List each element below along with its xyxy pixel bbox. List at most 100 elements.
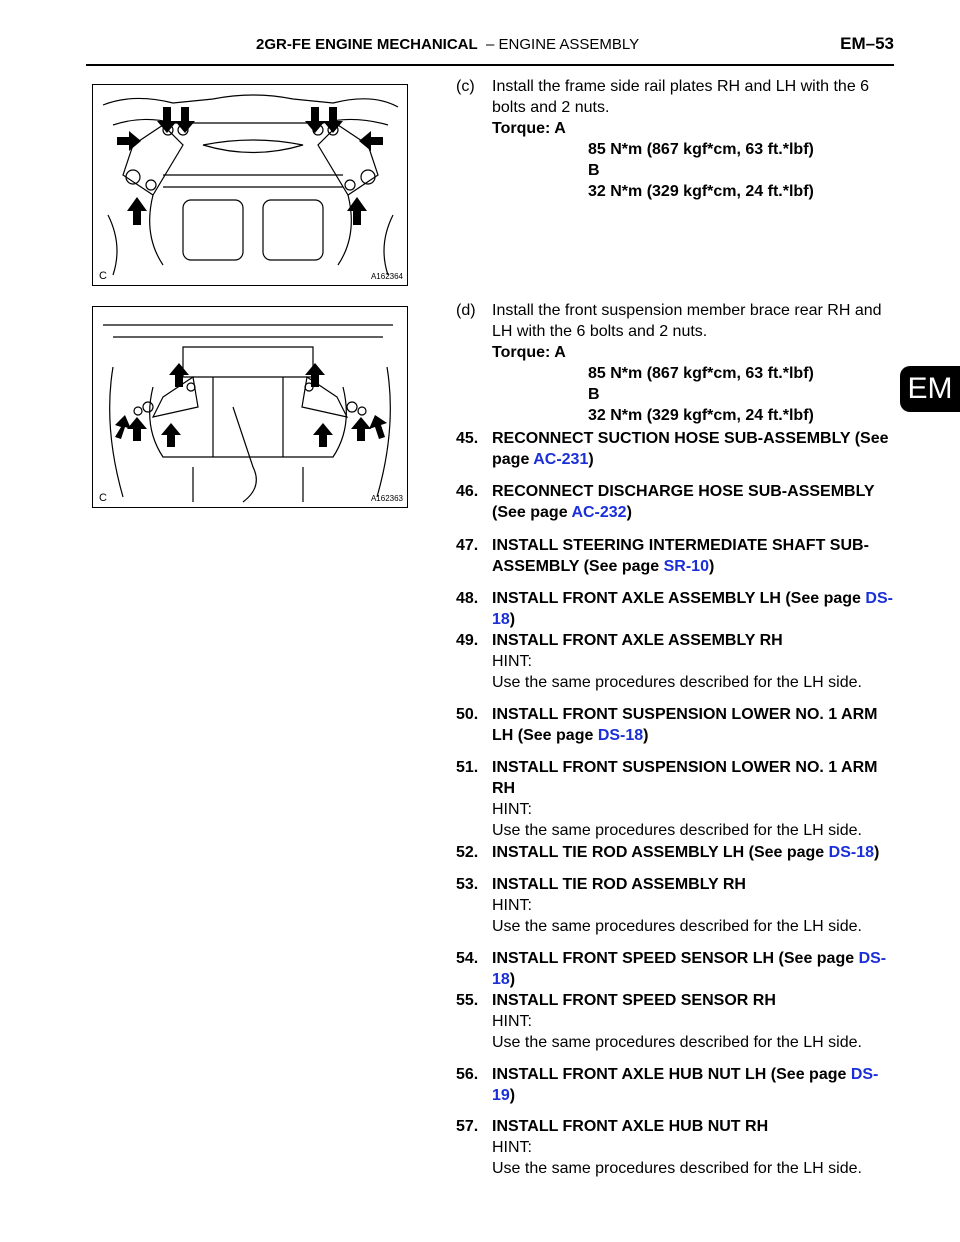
hint-label: HINT: <box>492 653 532 670</box>
page-link[interactable]: DS- <box>850 1066 879 1083</box>
step-number: 55. <box>456 992 479 1009</box>
page-link[interactable]: AC-231 <box>533 451 589 468</box>
page-link-cont[interactable]: 18 <box>492 971 510 988</box>
hint-label: HINT: <box>492 1139 532 1156</box>
step-number: 53. <box>456 876 479 893</box>
substep-text: Install the frame side rail plates RH an… <box>492 78 870 116</box>
torque-a-value: 85 N*m (867 kgf*cm, 63 ft.*lbf) <box>588 141 814 158</box>
torque-label: Torque: A <box>492 344 566 361</box>
page-link[interactable]: AC-232 <box>571 504 627 521</box>
page-code: EM–53 <box>840 34 894 53</box>
step-number: 51. <box>456 759 479 776</box>
step-title: INSTALL TIE ROD ASSEMBLY LH (See page <box>492 844 829 861</box>
header-title: 2GR-FE ENGINE MECHANICAL – ENGINE ASSEMB… <box>256 36 639 53</box>
step-52: 52. INSTALL TIE ROD ASSEMBLY LH (See pag… <box>456 842 896 863</box>
substep-c: (c) Install the frame side rail plates R… <box>456 76 896 202</box>
step-51: 51. INSTALL FRONT SUSPENSION LOWER NO. 1… <box>456 757 896 841</box>
step-title-end: ) <box>708 558 715 575</box>
torque-b-value: 32 N*m (329 kgf*cm, 24 ft.*lbf) <box>588 407 814 424</box>
hint-text: Use the same procedures described for th… <box>492 918 862 935</box>
step-title: INSTALL STEERING INTERMEDIATE SHAFT SUB- <box>492 537 869 554</box>
page-header: 2GR-FE ENGINE MECHANICAL – ENGINE ASSEMB… <box>86 28 894 66</box>
step-number: 56. <box>456 1066 479 1083</box>
step-number: 52. <box>456 844 479 861</box>
substep-mark: (c) <box>456 78 475 95</box>
hint-text: Use the same procedures described for th… <box>492 674 862 691</box>
step-54: 54. INSTALL FRONT SPEED SENSOR LH (See p… <box>456 948 896 990</box>
step-title: INSTALL FRONT AXLE ASSEMBLY LH (See page <box>492 590 866 607</box>
step-57: 57. INSTALL FRONT AXLE HUB NUT RH HINT: … <box>456 1116 896 1179</box>
step-title: INSTALL FRONT AXLE HUB NUT LH (See page <box>492 1066 851 1083</box>
step-47: 47. INSTALL STEERING INTERMEDIATE SHAFT … <box>456 535 896 577</box>
page-link[interactable]: DS-18 <box>597 727 644 744</box>
step-title-end: ) <box>588 451 594 468</box>
substep-d: (d) Install the front suspension member … <box>456 300 896 426</box>
step-number: 47. <box>456 537 479 554</box>
step-number: 54. <box>456 950 479 967</box>
figure-id: A162364 <box>370 272 403 281</box>
torque-b-label: B <box>588 162 600 179</box>
step-title-cont: RH <box>492 780 516 797</box>
step-title: INSTALL FRONT SPEED SENSOR LH (See page <box>492 950 859 967</box>
section-tab: EM <box>900 366 960 412</box>
step-number: 50. <box>456 706 479 723</box>
page-link[interactable]: DS- <box>858 950 887 967</box>
step-title: INSTALL FRONT SUSPENSION LOWER NO. 1 ARM <box>492 759 878 776</box>
step-title: RECONNECT SUCTION HOSE SUB-ASSEMBLY (See <box>492 430 889 447</box>
figure-letter: C <box>99 492 107 504</box>
figure-id: A162363 <box>370 494 403 503</box>
step-title-cont: LH (See page <box>492 727 598 744</box>
page-link-cont[interactable]: 18 <box>492 611 510 628</box>
step-title: INSTALL TIE ROD ASSEMBLY RH <box>492 876 746 893</box>
step-title-end: ) <box>509 971 516 988</box>
step-title-end: ) <box>874 844 880 861</box>
step-title-cont: ASSEMBLY (See page <box>492 558 664 575</box>
step-45: 45. RECONNECT SUCTION HOSE SUB-ASSEMBLY … <box>456 428 896 470</box>
step-title-cont: page <box>492 451 534 468</box>
header-title-bold: 2GR-FE ENGINE MECHANICAL <box>256 36 478 53</box>
step-title: INSTALL FRONT SUSPENSION LOWER NO. 1 ARM <box>492 706 878 723</box>
step-50: 50. INSTALL FRONT SUSPENSION LOWER NO. 1… <box>456 704 896 746</box>
page-link[interactable]: DS- <box>865 590 893 607</box>
torque-b-value: 32 N*m (329 kgf*cm, 24 ft.*lbf) <box>588 183 814 200</box>
hint-text: Use the same procedures described for th… <box>492 1034 862 1051</box>
hint-text: Use the same procedures described for th… <box>492 822 862 839</box>
step-number: 57. <box>456 1118 479 1135</box>
step-title-cont: (See page <box>492 504 572 521</box>
step-number: 49. <box>456 632 479 649</box>
step-55: 55. INSTALL FRONT SPEED SENSOR RH HINT: … <box>456 990 896 1053</box>
hint-label: HINT: <box>492 801 532 818</box>
step-number: 48. <box>456 590 479 607</box>
hint-label: HINT: <box>492 897 532 914</box>
substep-text: Install the front suspension member brac… <box>492 302 882 340</box>
figure-frame-side-rail: C A162364 <box>92 84 408 286</box>
frame-side-rail-illustration <box>102 94 399 276</box>
step-53: 53. INSTALL TIE ROD ASSEMBLY RH HINT: Us… <box>456 874 896 937</box>
step-number: 45. <box>456 430 479 447</box>
step-49: 49. INSTALL FRONT AXLE ASSEMBLY RH HINT:… <box>456 630 896 693</box>
header-title-rest: – ENGINE ASSEMBLY <box>486 36 640 53</box>
step-title-end: ) <box>626 504 632 521</box>
page-link-cont[interactable]: 19 <box>492 1087 510 1104</box>
step-title: INSTALL FRONT AXLE HUB NUT RH <box>492 1118 769 1135</box>
page-link[interactable]: DS-18 <box>828 844 875 861</box>
substep-mark: (d) <box>456 302 476 319</box>
step-46: 46. RECONNECT DISCHARGE HOSE SUB-ASSEMBL… <box>456 481 896 523</box>
torque-b-label: B <box>588 386 600 403</box>
step-title: INSTALL FRONT SPEED SENSOR RH <box>492 992 776 1009</box>
step-title-end: ) <box>643 727 649 744</box>
step-48: 48. INSTALL FRONT AXLE ASSEMBLY LH (See … <box>456 588 896 630</box>
torque-label: Torque: A <box>492 120 566 137</box>
hint-label: HINT: <box>492 1013 532 1030</box>
torque-a-value: 85 N*m (867 kgf*cm, 63 ft.*lbf) <box>588 365 814 382</box>
step-title: INSTALL FRONT AXLE ASSEMBLY RH <box>492 632 783 649</box>
step-number: 46. <box>456 483 479 500</box>
member-brace-illustration <box>103 324 393 503</box>
step-title-end: ) <box>509 1087 516 1104</box>
figure-letter: C <box>99 270 107 282</box>
hint-text: Use the same procedures described for th… <box>492 1160 862 1177</box>
step-56: 56. INSTALL FRONT AXLE HUB NUT LH (See p… <box>456 1064 896 1106</box>
page-link[interactable]: SR-10 <box>663 558 709 575</box>
figure-member-brace: C A162363 <box>92 306 408 508</box>
step-title: RECONNECT DISCHARGE HOSE SUB-ASSEMBLY <box>492 483 875 500</box>
